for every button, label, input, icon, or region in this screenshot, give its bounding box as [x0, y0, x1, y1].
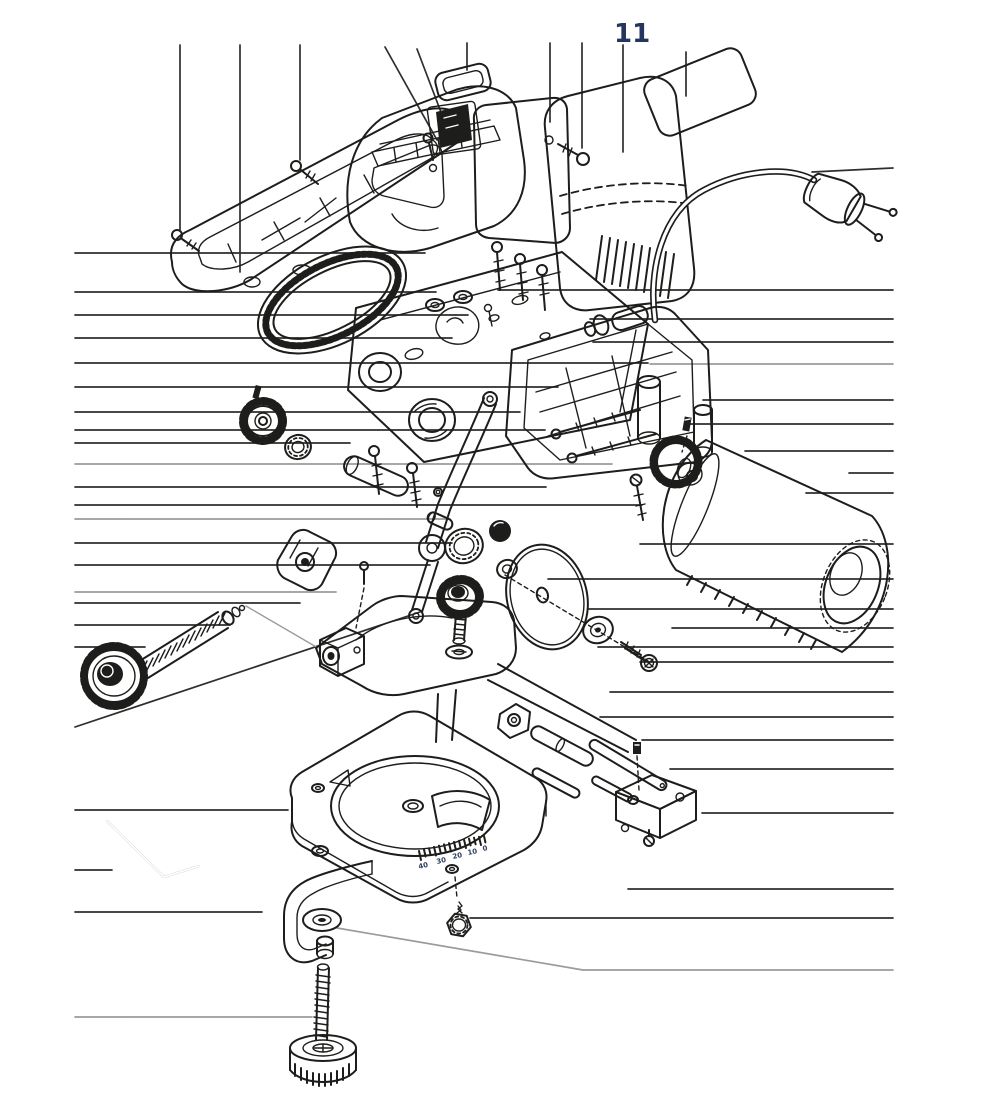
spindle-slot-washer	[445, 644, 473, 660]
vice-spacer	[316, 935, 334, 960]
miter-scale-label-30: 30	[436, 856, 447, 866]
guide-rod-bracket	[497, 703, 531, 739]
mount-bracket	[276, 528, 338, 592]
cord-bushing	[583, 304, 649, 337]
motor-screw	[629, 473, 647, 521]
kerf-plate-arc	[431, 790, 491, 831]
base-plate	[289, 710, 548, 904]
cutting-disc	[505, 543, 589, 651]
leader-lines-top	[179, 42, 687, 273]
pulley-gear	[239, 397, 287, 445]
motor-cover	[543, 75, 696, 312]
hex-key	[106, 820, 200, 878]
nameplate-pad	[643, 47, 757, 137]
switch-block	[426, 100, 482, 156]
plate-screw-b	[406, 462, 422, 508]
blade-axis-line	[504, 574, 649, 662]
gearbox-plate	[347, 251, 649, 463]
vice-arm	[283, 860, 373, 964]
gearbox-screws	[483, 241, 550, 327]
side-cover	[472, 96, 571, 244]
stop-block	[615, 774, 697, 839]
small-bearing	[284, 433, 312, 461]
tiny-washer	[433, 487, 443, 497]
turntable-disc	[329, 755, 500, 857]
spindle-stud	[452, 613, 467, 645]
hex-nut	[446, 905, 472, 938]
miter-scale-label-0: 0	[482, 844, 488, 853]
switch-screw	[422, 132, 438, 173]
pulley-setscrew	[252, 384, 262, 400]
guide-rod-c	[531, 767, 581, 799]
motor-pinion	[649, 435, 703, 489]
leader-lines-left	[74, 252, 649, 1018]
outer-flange	[582, 615, 614, 645]
bracket-screw	[355, 561, 369, 629]
side-cover-screw	[557, 143, 590, 166]
chassis-frame	[505, 305, 713, 480]
stop-block-screw	[643, 829, 655, 847]
pivot-arm	[408, 391, 498, 624]
motor-hatching	[686, 575, 817, 650]
guide-rod-a	[530, 725, 594, 767]
pinion-setscrew	[681, 416, 692, 453]
callout-label: 11	[614, 19, 650, 49]
drive-belt	[256, 245, 408, 355]
gearbox-washers	[425, 290, 473, 312]
base-holes	[311, 783, 463, 914]
switch-cap	[434, 62, 492, 102]
spindle-gear-nut	[436, 574, 484, 620]
clamp-knob-bottom	[289, 1034, 357, 1087]
clamp-stud	[313, 963, 331, 1041]
power-plug	[802, 172, 898, 243]
guide-rod-b	[588, 738, 668, 792]
pivot-knob	[489, 520, 511, 542]
handle-screw-left	[171, 229, 200, 252]
dowel-pin	[426, 511, 454, 531]
gearbox-bearing-boss	[358, 352, 402, 392]
vice-washer	[302, 908, 342, 932]
clamp-knob	[80, 642, 148, 710]
power-cord	[650, 168, 818, 324]
blade-bolt	[620, 641, 658, 672]
leader-lines-right	[336, 167, 894, 971]
handle-screw-mid	[290, 160, 319, 185]
spindle-bearing	[444, 527, 484, 565]
miter-scale-label-40: 40	[418, 861, 430, 871]
miter-scale: 40 30 20 10 0	[418, 834, 488, 871]
clamp-threaded-rod	[137, 604, 319, 679]
plate-screw-a	[368, 445, 384, 495]
miter-scale-label-10: 10	[467, 847, 478, 857]
trunnion-block	[319, 627, 365, 677]
handle-housing	[346, 85, 526, 253]
miter-arm	[315, 595, 637, 753]
gearbox-ring-nut	[408, 398, 456, 442]
guide-rod-d	[591, 775, 633, 803]
miter-scale-label-20: 20	[452, 851, 463, 861]
chassis-bolts	[550, 409, 657, 464]
rod-set-screw	[633, 742, 641, 791]
knob-knurling	[294, 1063, 350, 1087]
roller-pin	[343, 455, 409, 497]
